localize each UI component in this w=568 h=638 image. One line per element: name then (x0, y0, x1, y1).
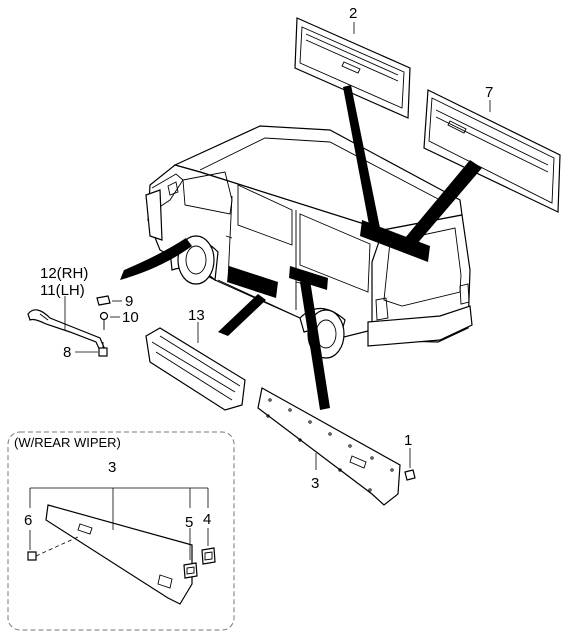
callout-8: 8 (63, 344, 71, 361)
callout-10: 10 (122, 309, 139, 326)
trim-panel-2 (294, 17, 411, 119)
clip-9 (96, 295, 111, 306)
screw-10 (99, 311, 109, 330)
inset-callout-4: 4 (203, 511, 211, 528)
callout-7: 7 (485, 84, 493, 101)
callout-1: 1 (404, 432, 412, 449)
trim-panel-7 (423, 89, 561, 213)
clip-1 (404, 469, 416, 481)
pointer-arrows (120, 85, 482, 410)
rear-trim-panel-3 (257, 387, 401, 506)
inset-trim-panel-3 (45, 504, 193, 605)
fastener-8 (98, 342, 108, 357)
inset-callout-6: 6 (24, 512, 32, 529)
inset-leaders (29, 487, 209, 560)
inset-callout-5: 5 (185, 514, 193, 531)
inset-callout-3: 3 (108, 459, 116, 476)
callout-3-main: 3 (311, 475, 319, 492)
callout-11-lh: 11(LH) (40, 282, 85, 299)
callout-2: 2 (349, 5, 357, 22)
location-marks (227, 220, 430, 298)
inset-rear-wiper (7, 431, 235, 631)
callout-13: 13 (188, 307, 205, 324)
step-cover-13 (145, 327, 246, 411)
inset-cap-4 (201, 547, 216, 565)
inset-title: (W/REAR WIPER) (14, 435, 121, 450)
inset-grommet-5 (183, 562, 198, 579)
inset-clip-6 (27, 551, 37, 561)
callout-9: 9 (125, 293, 133, 310)
van-body (145, 125, 473, 359)
callout-12-rh: 12(RH) (40, 265, 88, 282)
